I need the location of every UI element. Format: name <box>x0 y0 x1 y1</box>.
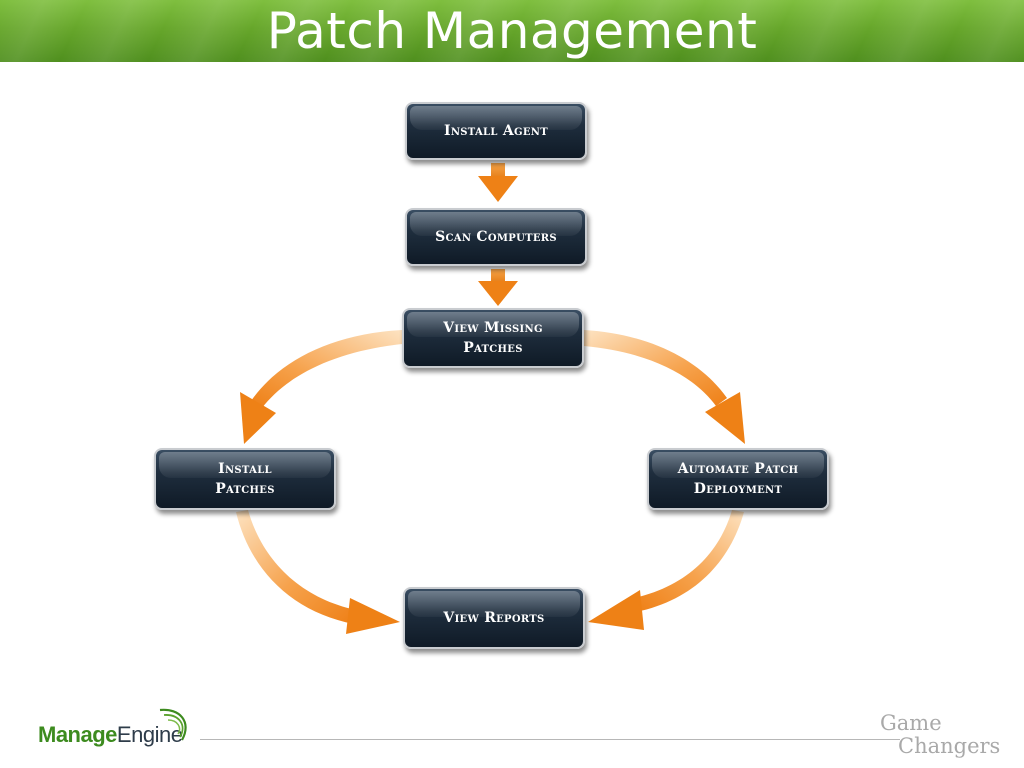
node-view-missing-patches-line1: View Missing <box>443 320 543 336</box>
node-install-agent-label: Install Agent <box>443 123 548 139</box>
node-scan-computers: Scan Computers <box>405 208 587 266</box>
arrow-view-missing-to-automate <box>584 330 745 444</box>
header-sheen <box>0 0 1024 62</box>
arrow-view-missing-to-install-patches <box>240 330 402 444</box>
node-view-reports-label: View Reports <box>443 610 545 626</box>
arrow-scan-to-view-missing <box>478 269 518 306</box>
node-automate-patch-deployment-line2: Deployment <box>693 481 783 497</box>
arrow-install-agent-to-scan <box>478 163 518 202</box>
node-install-patches-line2: Patches <box>215 481 275 497</box>
tagline: Game Changers <box>878 712 1008 760</box>
logo-swoosh-icon <box>159 708 187 741</box>
tagline-line1: Game <box>880 711 942 735</box>
node-automate-patch-deployment-line1: Automate Patch <box>677 461 799 477</box>
node-view-reports: View Reports <box>403 587 585 649</box>
page-title: Patch Management <box>266 2 758 60</box>
node-automate-patch-deployment: Automate Patch Deployment <box>647 448 829 510</box>
node-view-missing-patches-line2: Patches <box>463 340 523 356</box>
node-scan-computers-label: Scan Computers <box>435 229 557 245</box>
logo-wordmark: ManageEngine <box>38 722 183 748</box>
logo-wordmark-part2: Engine <box>116 722 183 747</box>
arrow-install-patches-to-reports <box>236 510 400 634</box>
header-band: Patch Management <box>0 0 1024 62</box>
tagline-line2: Changers <box>898 734 1001 758</box>
node-install-patches: Install Patches <box>154 448 336 510</box>
logo-wordmark-part1: Manage <box>38 722 117 747</box>
node-install-patches-line1: Install <box>218 461 272 477</box>
node-view-missing-patches: View Missing Patches <box>402 308 584 368</box>
node-install-agent: Install Agent <box>405 102 587 160</box>
arrow-automate-to-reports <box>588 510 744 630</box>
footer-divider <box>200 739 900 740</box>
manageengine-logo: ManageEngine <box>38 704 198 748</box>
